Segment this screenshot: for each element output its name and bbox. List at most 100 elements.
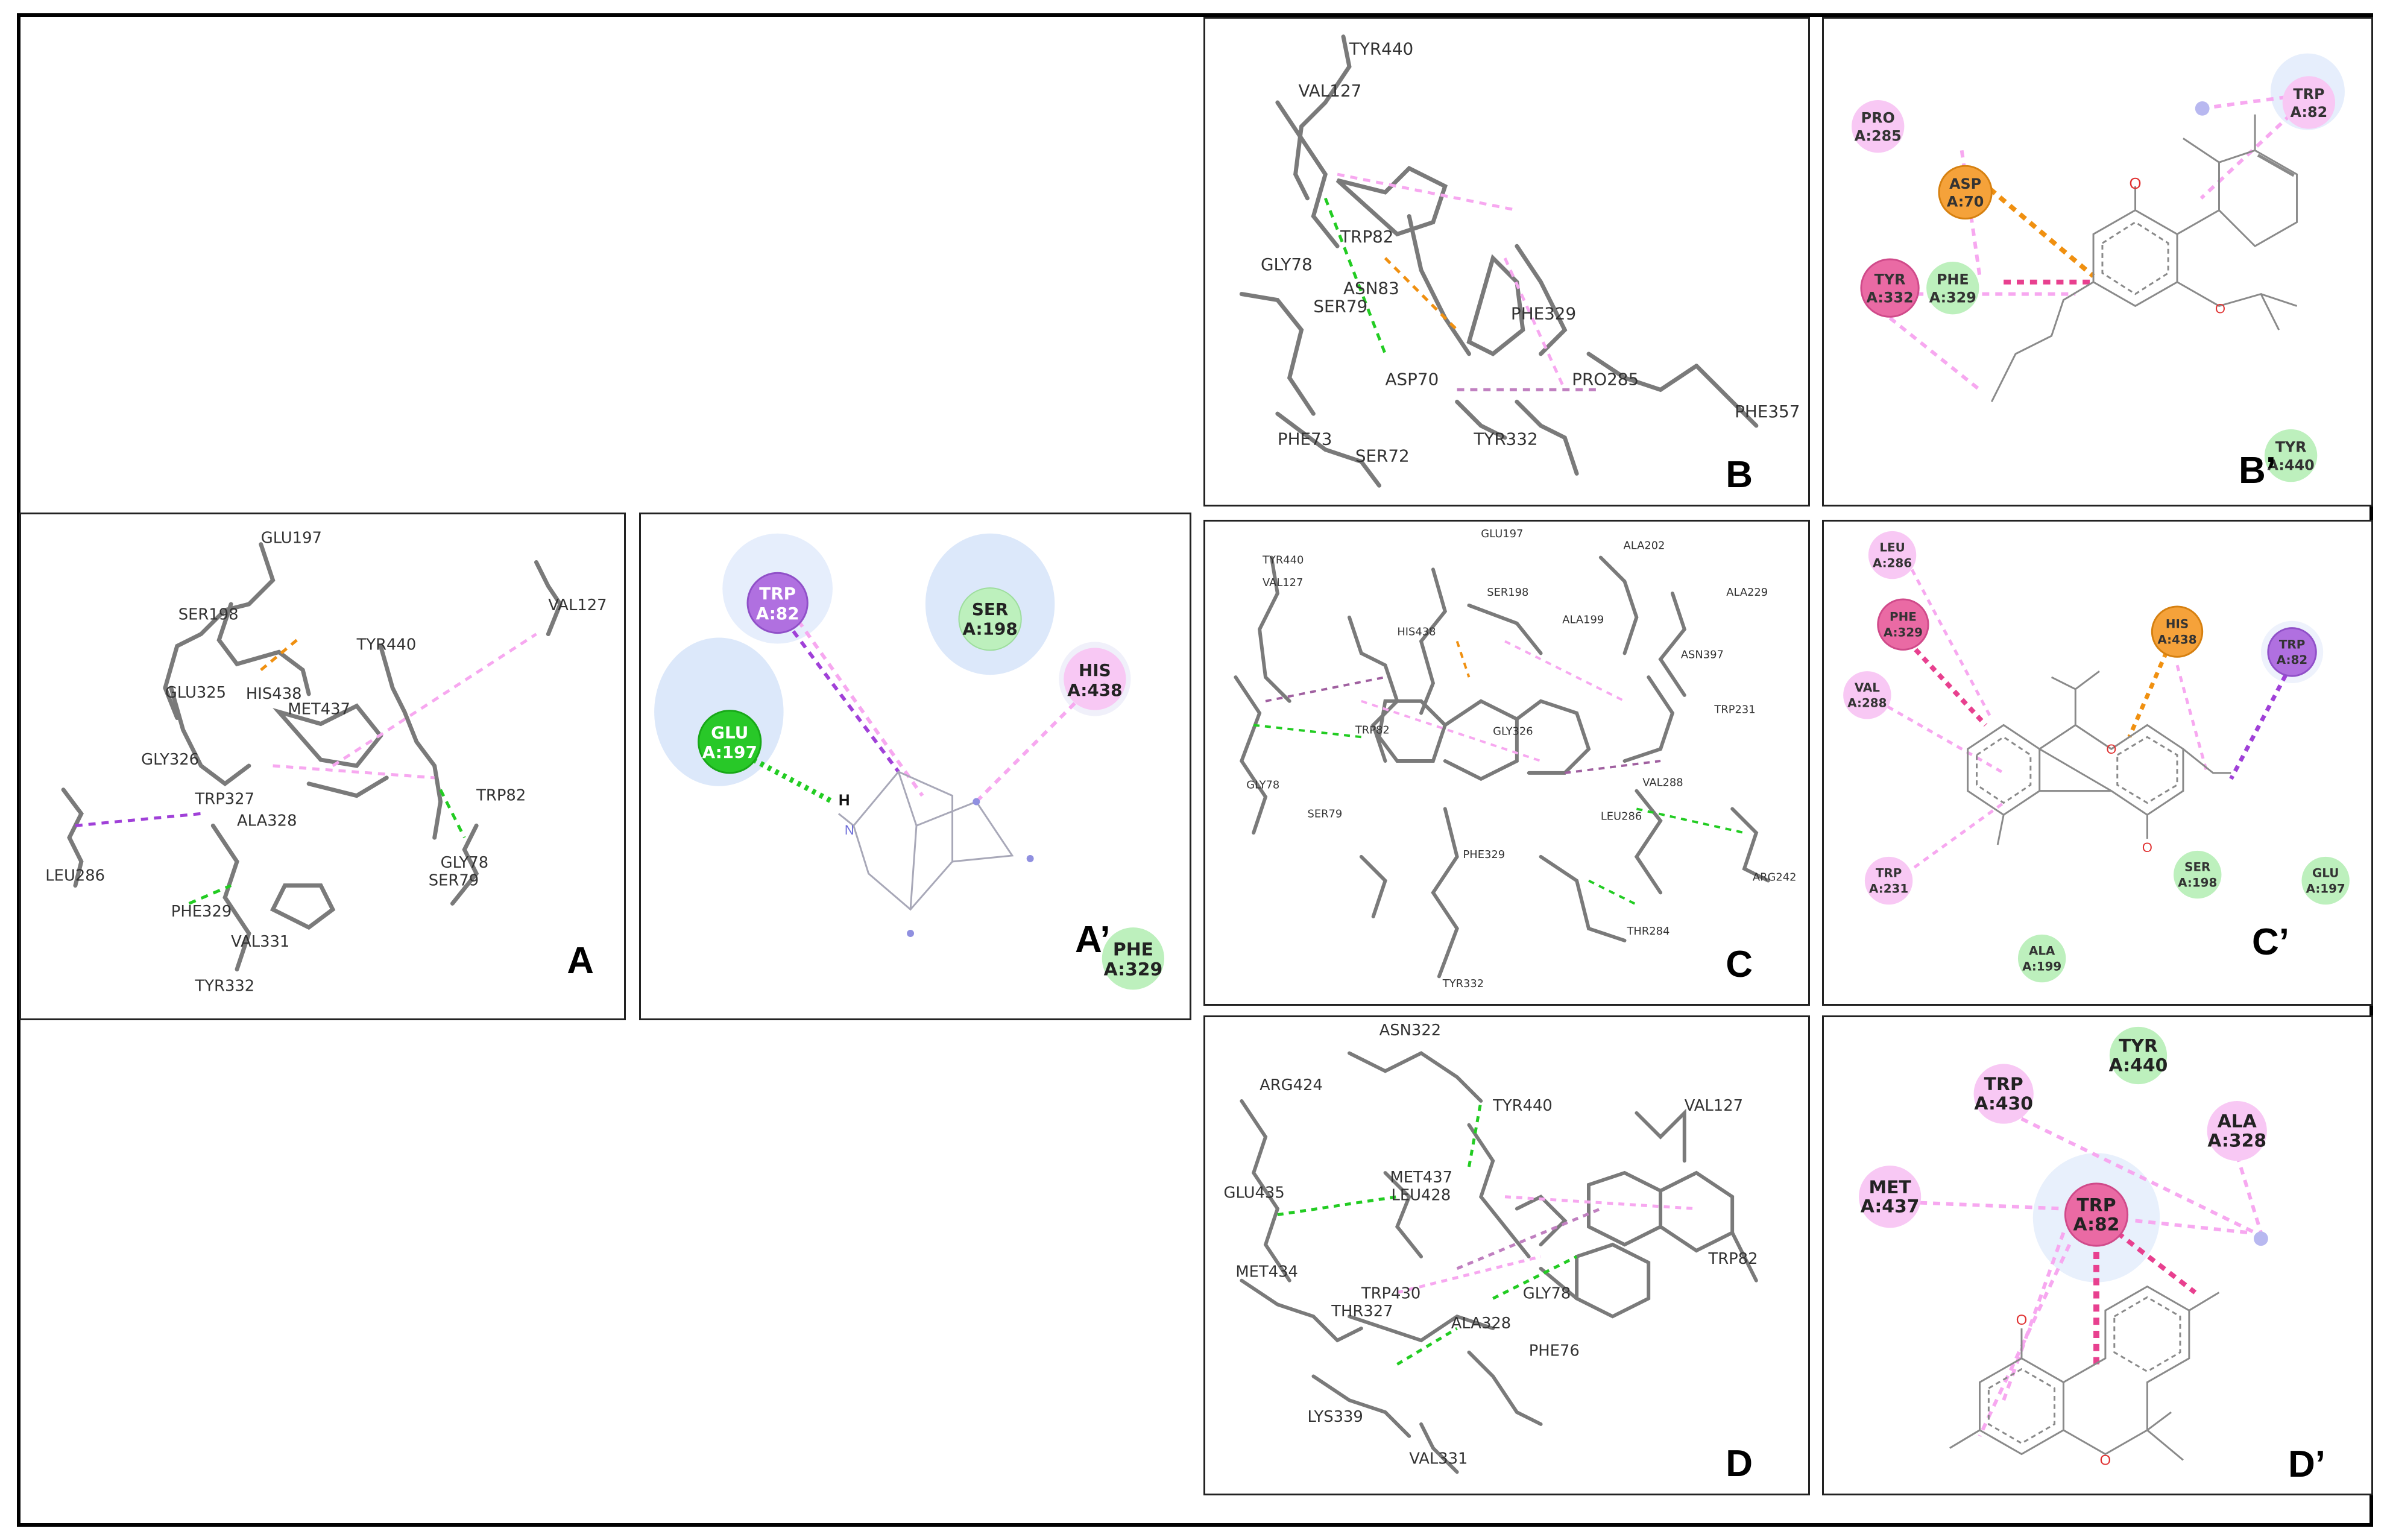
oxygen-atom-label: O [2142,840,2152,855]
residue-asp-70: ASP A:70 [1938,165,1993,220]
res3d-label: SER79 [429,872,479,890]
residue-tyr-440: TYR A:440 [2109,1026,2168,1085]
panel-a-3d-view: GLU197 SER198 GLU325 HIS438 MET437 TYR44… [45,529,607,996]
res3d-label: ALA199 [1562,614,1604,626]
residue-position: A:329 [1884,626,1923,640]
res3d-label: ASP70 [1386,369,1439,389]
residue-position: A:285 [1855,127,1902,144]
res3d-label: SER79 [1313,296,1367,316]
res3d-label: THR327 [1331,1302,1393,1321]
res3d-label: ASN397 [1681,648,1724,661]
residue-position: A:328 [2207,1130,2266,1151]
oxygen-atom-label: O [2106,742,2116,757]
residue-name: TRP [2293,86,2324,103]
res3d-label: TYR440 [1262,554,1304,566]
res3d-label: GLU197 [261,529,322,548]
residue-name: GLU [2312,866,2339,880]
res3d-label: MET437 [288,701,350,719]
res3d-label: MET437 [1390,1169,1452,1187]
residue-ala-328: ALA A:328 [2207,1100,2267,1161]
residue-position: A:198 [2178,876,2217,889]
res3d-label: TYR440 [356,636,417,654]
oxygen-atom-label: O [2215,301,2225,316]
res3d-label: TYR440 [1492,1097,1553,1115]
res3d-label: ALA328 [237,812,297,830]
residue-position: A:286 [1873,556,1912,570]
residue-name: PRO [1861,110,1895,127]
panel-label: C [1726,944,1753,985]
res3d-label: SER198 [1487,586,1528,599]
residue-ser-198: SER A:198 [958,587,1022,651]
residue-name: TRP [1984,1074,2023,1095]
residue-position: A:438 [1067,680,1122,700]
panel-b-prime: O O PRO A:285 TRP A:82 ASP A:70 TYR A:33… [1822,17,2373,506]
residue-position: A:437 [1861,1196,1920,1217]
residue-tyr-440: TYR A:440 [2264,429,2318,482]
res3d-label: VAL127 [1685,1097,1743,1115]
panel-c-prime-2d-view: O O LEU A:286 PHE A:329 HIS A:438 TRP A:… [1843,531,2350,983]
residue-position: A:197 [2306,882,2345,895]
res3d-label: LYS339 [1308,1408,1363,1426]
panel-label: A’ [1075,919,1111,961]
residue-name: TYR [1874,271,1906,288]
residue-name: PHE [1937,271,1969,288]
res3d-label: ARG424 [1260,1076,1323,1094]
residue-position: A:440 [2109,1055,2168,1076]
res3d-label: GLY78 [1523,1284,1571,1302]
residue-val-288: VAL A:288 [1843,671,1891,719]
residue-position: A:332 [1867,289,1914,306]
res3d-label: THR284 [1627,925,1670,938]
residue-name: LEU [1879,541,1905,555]
panel-d: ASN322 ARG424 TYR440 VAL127 MET437 GLU43… [1203,1015,1810,1495]
residue-position: A:82 [2073,1214,2120,1235]
residue-name: SER [2184,860,2210,874]
residue-name: SER [972,599,1008,619]
res3d-label: GLY326 [141,751,199,769]
residue-his-438: HIS A:438 [1064,648,1126,710]
res3d-label: GLU197 [1481,528,1523,540]
res3d-label: LEU286 [1601,810,1642,822]
panel-a: GLU197 SER198 GLU325 HIS438 MET437 TYR44… [19,513,626,1020]
res3d-label: VAL331 [1409,1450,1468,1468]
res3d-label: VAL127 [1299,81,1362,101]
residue-name: ASP [1949,175,1981,192]
residue-position: A:199 [2022,959,2061,973]
residue-name: HIS [2166,617,2189,631]
panel-label: B’ [2239,450,2276,491]
panel-d-prime-2d-view: O O TYR A:440 TRP A:430 ALA A:328 MET A:… [1859,1026,2268,1468]
residue-name: VAL [1855,681,1880,695]
nitrogen-atom-label: N [845,822,854,838]
residue-his-438: HIS A:438 [2151,605,2204,658]
res3d-label: SER72 [1355,446,1410,466]
res3d-label: ASN83 [1343,279,1399,298]
residue-name: GLU [711,722,748,742]
res3d-label: ALA328 [1451,1314,1512,1333]
res3d-label: GLU435 [1224,1184,1285,1202]
residue-position: A:82 [2277,653,2307,667]
panel-c-prime: O O LEU A:286 PHE A:329 HIS A:438 TRP A:… [1822,520,2373,1006]
residue-position: A:438 [2157,633,2196,646]
res3d-label: VAL288 [1642,777,1683,789]
panel-label: B [1726,454,1753,496]
residue-name: MET [1868,1177,1911,1198]
residue-glu-197: GLU A:197 [698,710,762,774]
res3d-label: ALA202 [1624,540,1665,552]
panel-b-3d-view: TYR440 VAL127 TRP82 GLY78 ASN83 SER79 PH… [1239,34,1800,488]
res3d-label: ALA229 [1726,586,1768,599]
residue-glu-197: GLU A:197 [2301,856,2350,905]
res3d-label: GLY326 [1493,725,1533,737]
residue-name: TRP [759,584,796,604]
res3d-label: PHE329 [1511,303,1576,323]
res3d-label: PHE73 [1278,429,1332,449]
res3d-label: GLY78 [1261,254,1313,274]
panel-a-prime: H N TRP A:82 SER A:198 HIS A:438 GLU A:1… [639,513,1191,1020]
residue-name: PHE [1113,939,1153,961]
res3d-label: TYR332 [1473,429,1537,449]
res3d-label: HIS438 [1397,626,1436,639]
res3d-label: ARG242 [1753,871,1797,884]
panel-label: A [567,940,594,982]
residue-trp-82: TRP A:82 [2267,627,2317,677]
res3d-label: VAL127 [1263,576,1303,589]
residue-position: A:198 [963,619,1018,639]
residue-name: HIS [1079,660,1111,680]
